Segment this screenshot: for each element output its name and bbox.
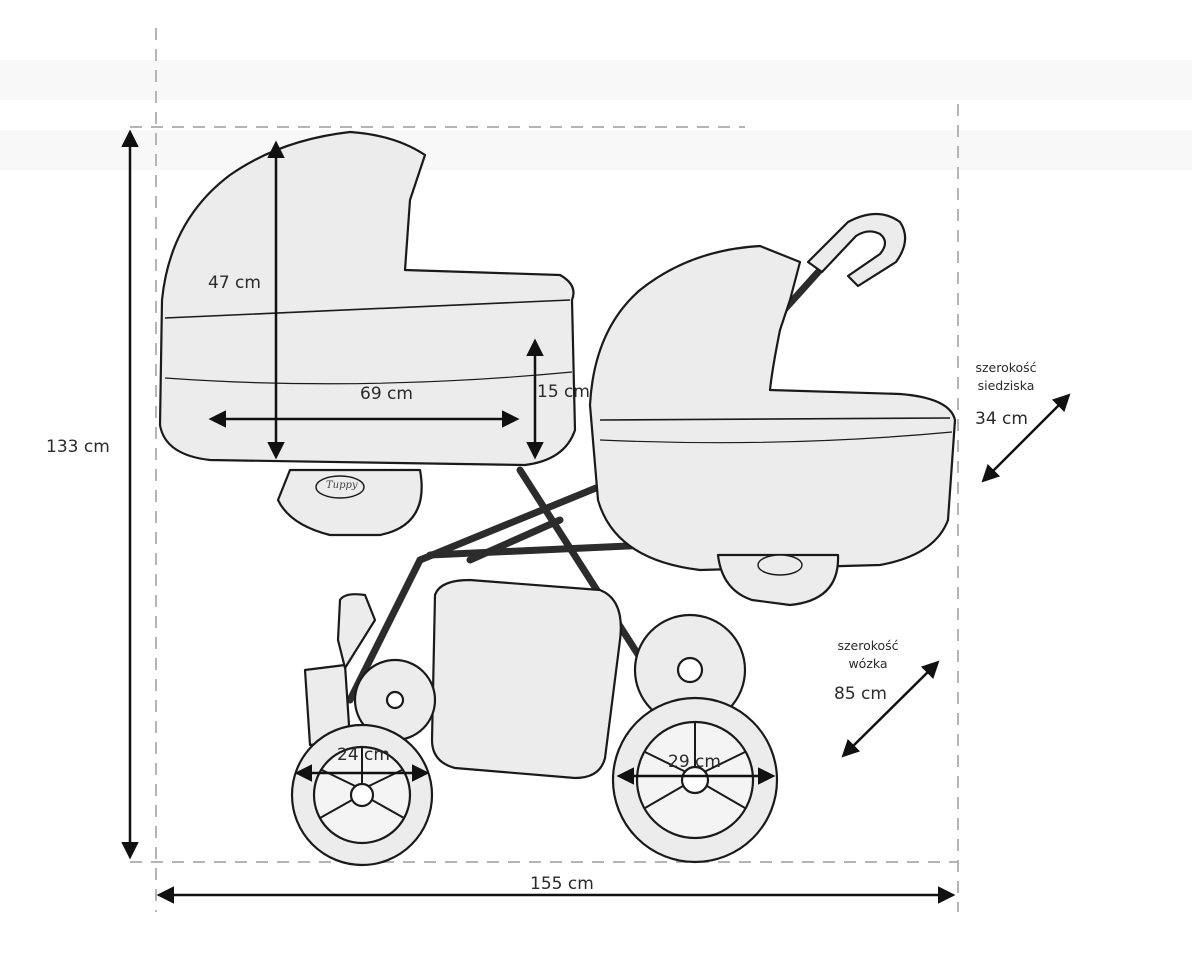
front-wheel [290,723,434,867]
shopping-basket [430,578,622,780]
carrycot-height-label: 47 cm [208,273,261,293]
total-length-label: 155 cm [530,874,594,894]
front-carrycot [158,130,577,467]
stroller-handlebar [806,212,907,288]
stroller-width-caption-line2: wózka [848,656,888,671]
seat-width-caption-line2: siedziska [977,378,1035,393]
rear-wheel [611,696,779,864]
carrycot-length-label: 69 cm [360,384,413,404]
stroller-width-value: 85 cm [834,684,887,704]
seat-width-arrow [981,393,1071,483]
front-brand-badge-shape [315,475,365,499]
rear-carrycot-pod [716,553,840,607]
stroller-width-arrow [841,660,940,758]
stroller-width-caption-line1: szerokość [837,638,899,653]
seat-width-caption: szerokość siedziska [966,359,1046,395]
stroller-width-caption: szerokość wózka [828,637,908,673]
stroller-illustration [158,130,957,867]
seat-width-caption-line1: szerokość [975,360,1037,375]
rear-carrycot [588,244,957,572]
guide-lines [130,28,959,912]
seat-width-value: 34 cm [975,409,1028,429]
brand-badge-text: Tuppy [326,480,358,491]
total-height-label: 133 cm [46,437,110,457]
carrycot-depth-label: 15 cm [537,382,590,402]
dimension-arrows [121,129,1071,904]
background-faint-band [0,60,1192,170]
rear-brand-badge-shape [757,554,803,576]
front-fork-upper [336,593,377,670]
front-wheel-label: 24 cm [337,745,390,765]
rear-wheel-label: 29 cm [668,752,721,772]
front-carrycot-pod [276,468,423,537]
